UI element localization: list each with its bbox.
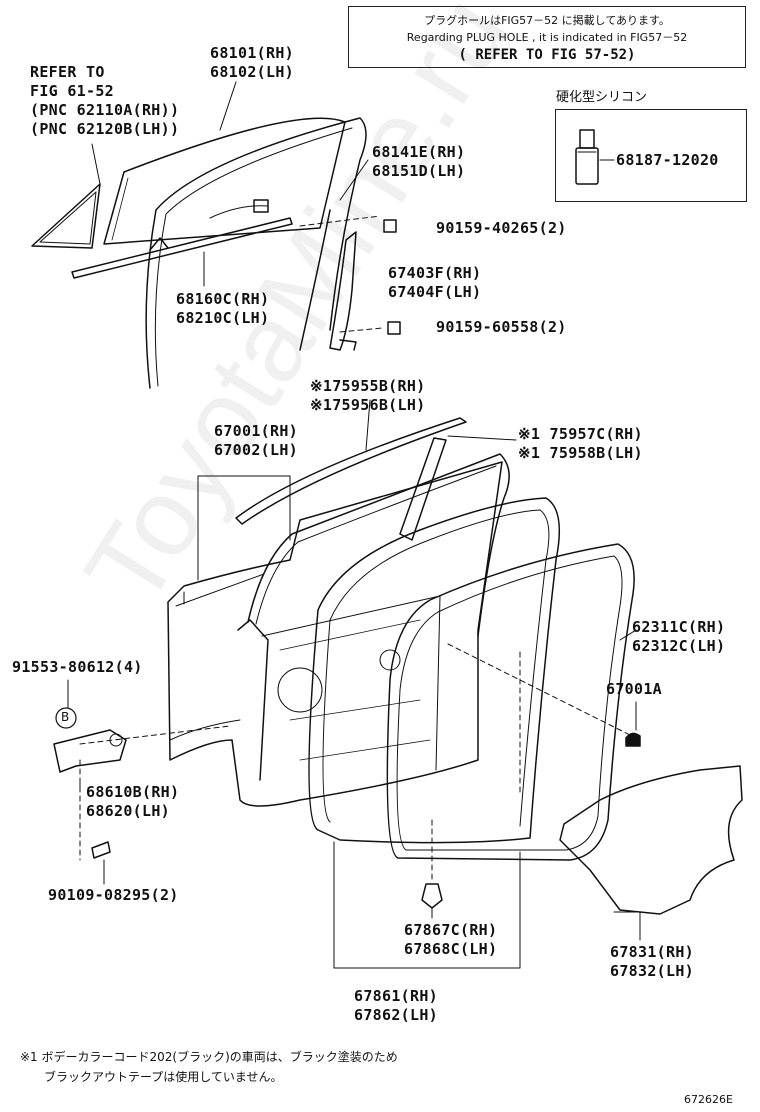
pillar-tape — [399, 437, 447, 541]
refer-note-2: FIG 61-52 — [30, 82, 114, 100]
notice-line-en: Regarding PLUG HOLE , it is indicated in… — [406, 31, 688, 44]
door-rh: 67001(RH) — [214, 422, 298, 440]
refer-note-3: (PNC 62110A(RH)) — [30, 101, 180, 119]
regulator — [71, 217, 293, 279]
door-glass — [103, 117, 346, 245]
strip-lh: 67862(LH) — [354, 1006, 438, 1024]
clip-rh: 67867C(RH) — [404, 921, 498, 939]
cover-lh: 67832(LH) — [610, 962, 694, 980]
blackout-tape — [235, 417, 467, 525]
hinge — [53, 729, 127, 773]
bolt2: 90159-60558(2) — [436, 318, 567, 336]
tape2-lh: ※1 75958B(LH) — [518, 444, 643, 462]
regulator-rh: 68160C(RH) — [176, 290, 270, 308]
channel-rh: 67403F(RH) — [388, 264, 482, 282]
weatherstrip — [386, 543, 635, 861]
figure-id: 672626E — [684, 1093, 733, 1106]
notice-line-jp: プラグホールはFIG57－52 に掲載してあります。 — [424, 14, 670, 27]
quarter-glass — [31, 183, 101, 249]
tape1-rh: ※175955B(RH) — [310, 377, 426, 395]
strip-rh: 67861(RH) — [354, 987, 438, 1005]
cover-rh: 67831(RH) — [610, 943, 694, 961]
door-shell — [167, 461, 503, 807]
weatherstrip-lh: 62312C(LH) — [632, 637, 726, 655]
cover-sheet — [559, 765, 743, 915]
regulator-lh: 68210C(LH) — [176, 309, 270, 327]
refer-note-1: REFER TO — [30, 63, 105, 81]
weatherstrip-rh: 62311C(RH) — [632, 618, 726, 636]
run-lh: 68151D(LH) — [372, 162, 466, 180]
screw: 91553-80612(4) — [12, 658, 143, 676]
bolt1: 90159-40265(2) — [436, 219, 567, 237]
plug-hole-notice: プラグホールはFIG57－52 に掲載してあります。 Regarding PLU… — [348, 6, 746, 68]
division-channel — [329, 231, 357, 351]
silicon-part-number: 68187-12020 — [616, 151, 719, 169]
glass-rh: 68101(RH) — [210, 44, 294, 62]
b-mark-circle — [55, 707, 77, 729]
b-mark: B — [61, 710, 70, 724]
footnote-line-1: ※1 ボデーカラーコード202(ブラック)の車両は、ブラック塗装のため — [20, 1050, 398, 1064]
glass-run — [145, 117, 367, 389]
door-frame — [308, 497, 561, 844]
clip-lh: 67868C(LH) — [404, 940, 498, 958]
refer-note-4: (PNC 62120B(LH)) — [30, 120, 180, 138]
run-rh: 68141E(RH) — [372, 143, 466, 161]
plug: 67001A — [606, 680, 662, 698]
door-lh: 67002(LH) — [214, 441, 298, 459]
glass-lh: 68102(LH) — [210, 63, 294, 81]
tape1-lh: ※175956B(LH) — [310, 396, 426, 414]
clip — [421, 883, 443, 909]
channel-lh: 67404F(LH) — [388, 283, 482, 301]
footnote-line-2: ブラックアウトテープは使用していません。 — [44, 1070, 283, 1084]
notice-refer: ( REFER TO FIG 57-52) — [458, 47, 636, 63]
bolt3: 90109-08295(2) — [48, 886, 179, 904]
tape2-rh: ※1 75957C(RH) — [518, 425, 643, 443]
silicon-tube-icon — [575, 129, 599, 185]
silicon-box — [555, 109, 747, 202]
hinge-rh: 68610B(RH) — [86, 783, 180, 801]
silicon-title: 硬化型シリコン — [556, 90, 648, 105]
hinge-lh: 68620(LH) — [86, 802, 170, 820]
